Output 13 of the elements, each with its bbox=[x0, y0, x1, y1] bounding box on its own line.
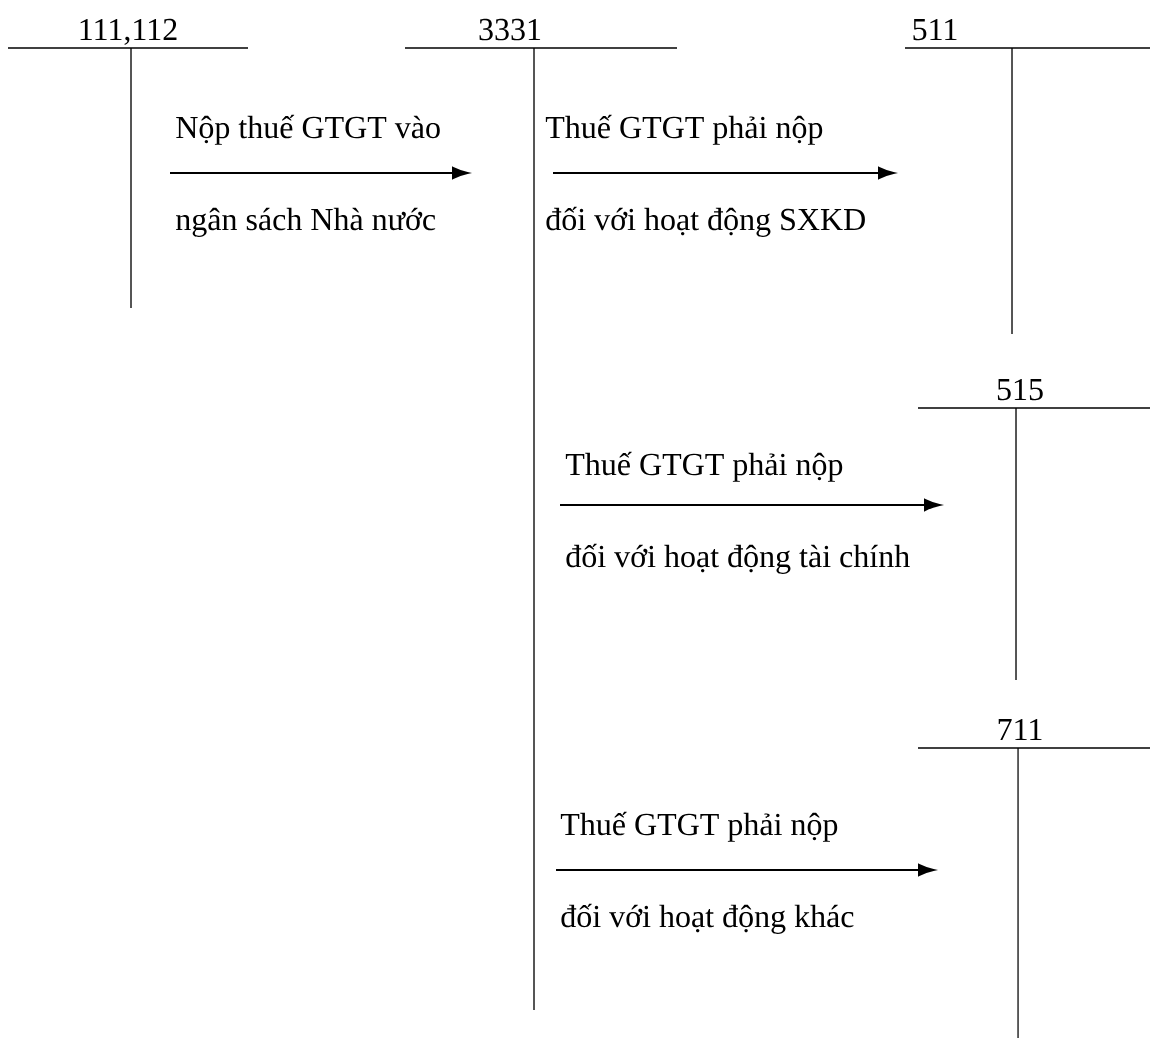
edge-label: Thuế GTGT phải nộp đối với hoạt động SXKD bbox=[545, 114, 865, 237]
edge-label: Nộp thuế GTGT vào ngân sách Nhà nước bbox=[176, 114, 440, 237]
t-account: 511 bbox=[913, 18, 1013, 335]
arrow bbox=[552, 166, 895, 179]
edge-label: Thuế GTGT phải nộp đối với hoạt động khác bbox=[560, 811, 854, 934]
t-account: 111,112 bbox=[80, 18, 177, 309]
edge-label: Thuế GTGT phải nộp đối với hoạt động tài chính bbox=[565, 451, 910, 574]
arrow bbox=[559, 499, 941, 511]
t-account: 515 bbox=[997, 378, 1043, 681]
t-account: 711 bbox=[998, 718, 1042, 1038]
t-account: 3331 bbox=[479, 18, 541, 1011]
arrow bbox=[169, 166, 469, 179]
arrow bbox=[555, 864, 935, 876]
